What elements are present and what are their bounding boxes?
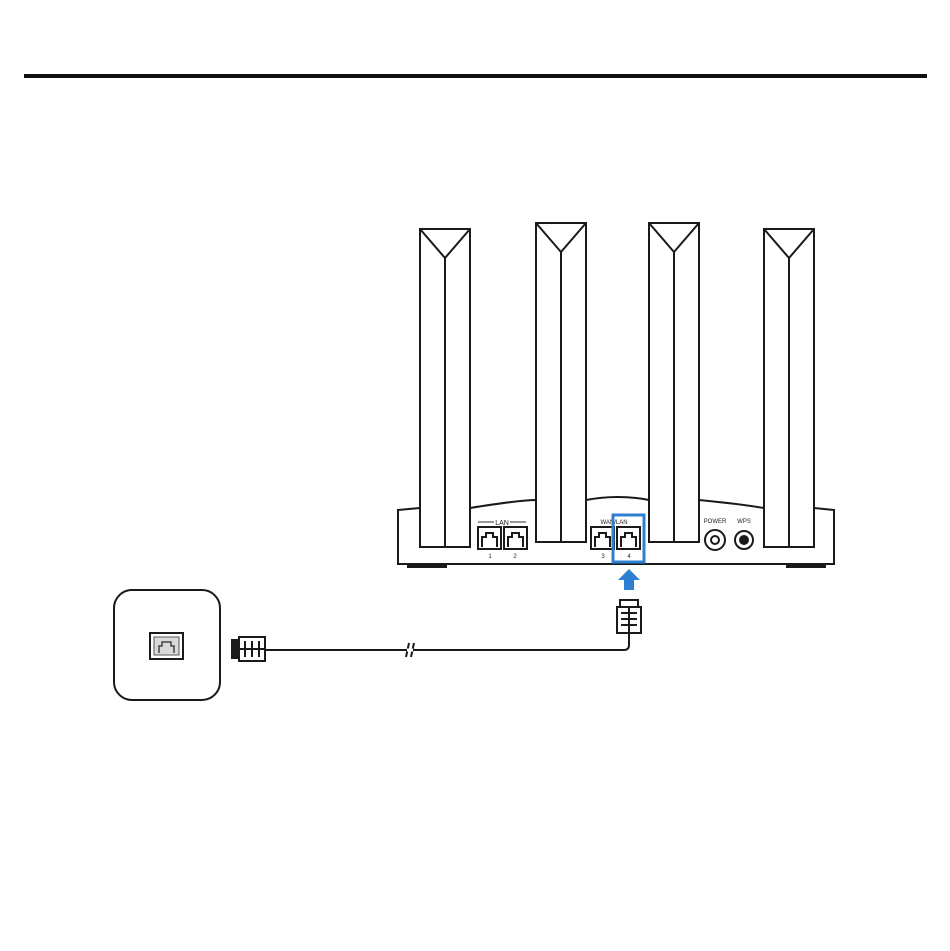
ethernet-plug-icon (617, 600, 641, 633)
lan-group-label: LAN (495, 520, 509, 527)
antenna-1 (420, 229, 470, 547)
ethernet-port-2 (504, 527, 527, 549)
cable-break-mark (406, 643, 414, 657)
router-foot-right (786, 563, 826, 568)
ethernet-cable (265, 633, 629, 650)
wall-socket-icon (114, 590, 220, 700)
ethernet-port-3 (591, 527, 614, 549)
ethernet-plug-wall-icon (232, 637, 265, 661)
antenna-3 (649, 223, 699, 542)
antenna-4 (764, 229, 814, 547)
power-jack-icon (705, 530, 725, 550)
power-label: POWER (704, 519, 727, 525)
wps-button-icon (735, 531, 753, 549)
insert-arrow-icon (618, 569, 640, 590)
router-foot-left (407, 563, 447, 568)
ethernet-port-1 (478, 527, 501, 549)
ethernet-port-4 (617, 527, 640, 549)
antenna-2 (536, 223, 586, 542)
wps-label: WPS (737, 519, 751, 525)
